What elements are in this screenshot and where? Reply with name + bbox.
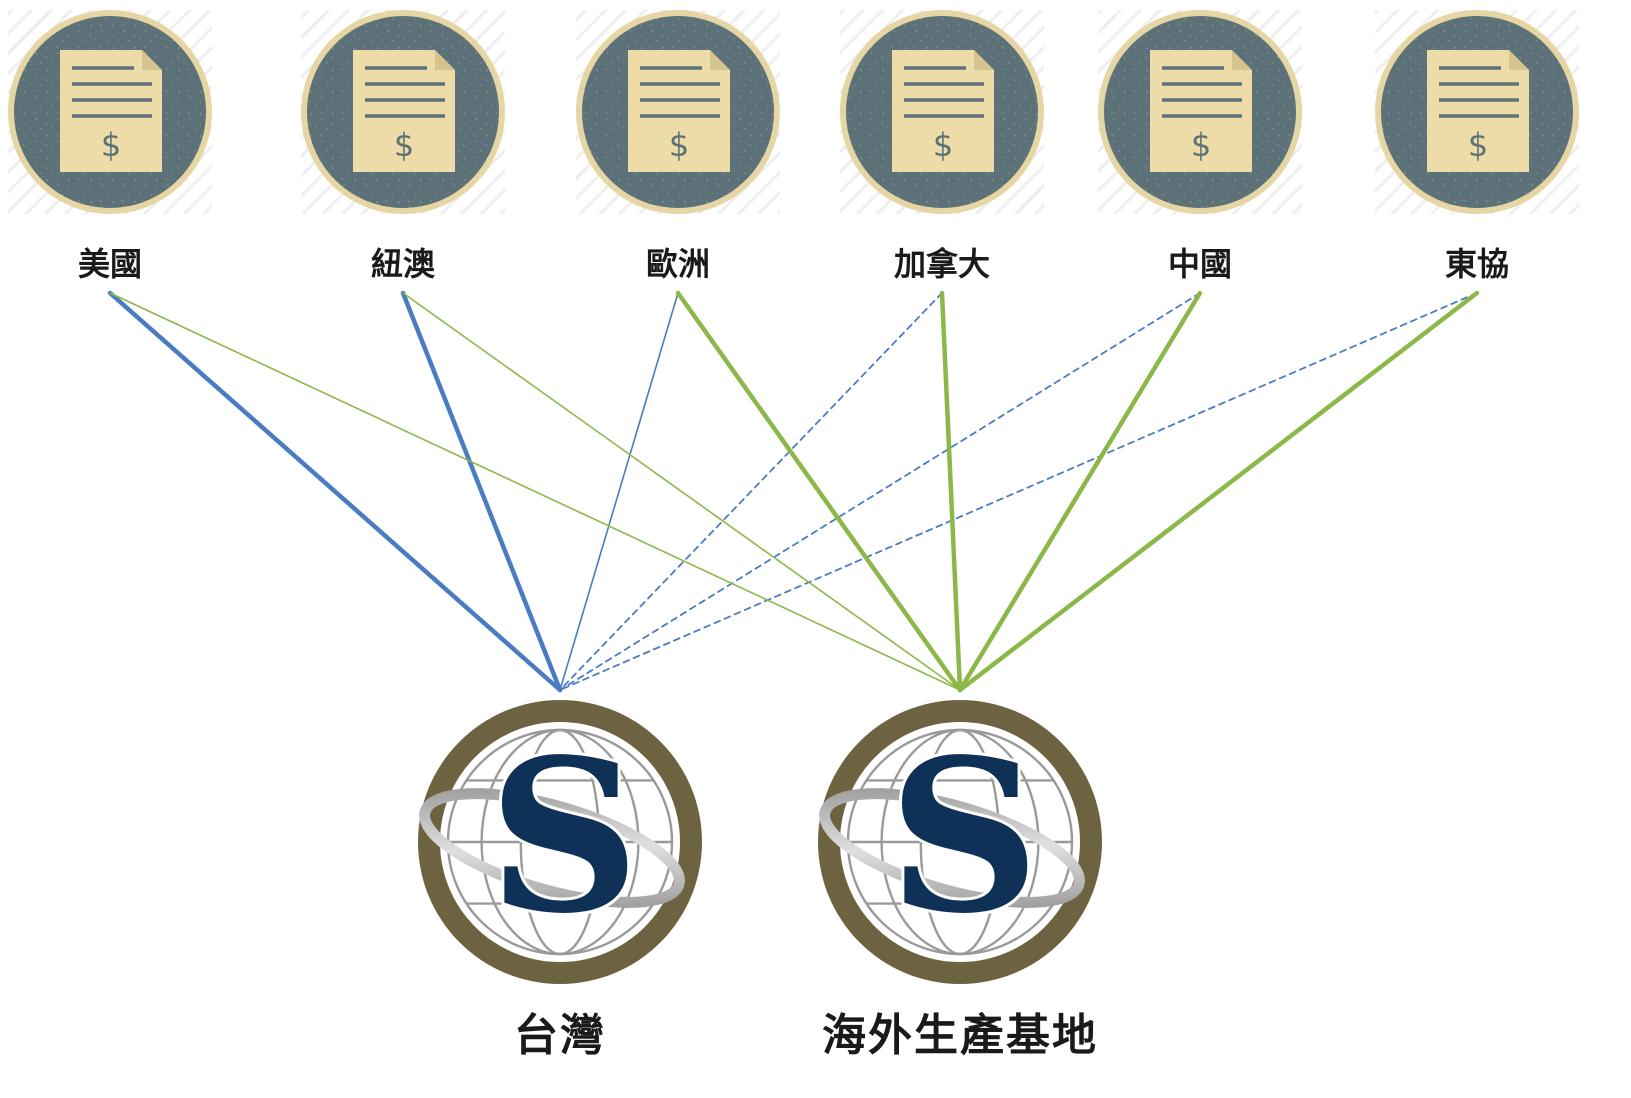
connection-us-taiwan (107, 290, 563, 693)
connection-eu-overseas (675, 290, 963, 693)
market-label: 東協 (1445, 245, 1509, 283)
connection-nz-au-taiwan (400, 290, 563, 693)
market-label: 中國 (1168, 245, 1232, 283)
connection-nz-au-overseas (402, 292, 961, 691)
market-node-ca: $ 加拿大 (840, 10, 1044, 283)
svg-text:$: $ (101, 126, 121, 164)
svg-text:$: $ (669, 126, 689, 164)
base-nodes: S 台灣 S 海外生產基地 (418, 700, 1102, 1061)
base-node-overseas: S 海外生產基地 (818, 700, 1102, 1061)
svg-text:$: $ (394, 126, 414, 164)
svg-text:S: S (888, 713, 1040, 960)
invoice-document-icon: $ (576, 10, 780, 214)
connection-ca-overseas (939, 290, 963, 693)
connection-lines (107, 290, 1480, 693)
base-label: 海外生產基地 (822, 1010, 1098, 1061)
connection-cn-taiwan (559, 292, 1201, 691)
market-label: 紐澳 (371, 245, 436, 283)
market-node-cn: $ 中國 (1098, 10, 1302, 283)
connection-us-overseas (109, 292, 961, 691)
connection-eu-taiwan (559, 292, 679, 691)
market-node-asean: $ 東協 (1375, 10, 1579, 283)
market-label: 加拿大 (894, 245, 990, 283)
svg-text:$: $ (933, 126, 953, 164)
base-label: 台灣 (514, 1010, 606, 1061)
market-label: 歐洲 (646, 245, 710, 283)
invoice-document-icon: $ (301, 10, 505, 214)
invoice-document-icon: $ (1098, 10, 1302, 214)
market-node-nz-au: $ 紐澳 (301, 10, 505, 283)
invoice-document-icon: $ (840, 10, 1044, 214)
market-node-us: $ 美國 (8, 10, 212, 283)
base-node-taiwan: S 台灣 (418, 700, 702, 1061)
globe-s-logo-icon: S (818, 700, 1102, 984)
invoice-document-icon: $ (8, 10, 212, 214)
connection-cn-overseas (957, 290, 1203, 693)
invoice-document-icon: $ (1375, 10, 1579, 214)
market-node-eu: $ 歐洲 (576, 10, 780, 283)
market-label: 美國 (78, 245, 142, 283)
svg-text:$: $ (1191, 126, 1211, 164)
globe-s-logo-icon: S (418, 700, 702, 984)
svg-text:$: $ (1468, 126, 1488, 164)
svg-text:S: S (488, 713, 640, 960)
connection-asean-overseas (957, 290, 1480, 693)
connection-ca-taiwan (559, 292, 943, 691)
connection-asean-taiwan (559, 292, 1478, 691)
market-nodes: $ 美國 $ 紐澳 $ 歐洲 $ 加拿大 $ 中國 $ 東協 (8, 10, 1579, 283)
